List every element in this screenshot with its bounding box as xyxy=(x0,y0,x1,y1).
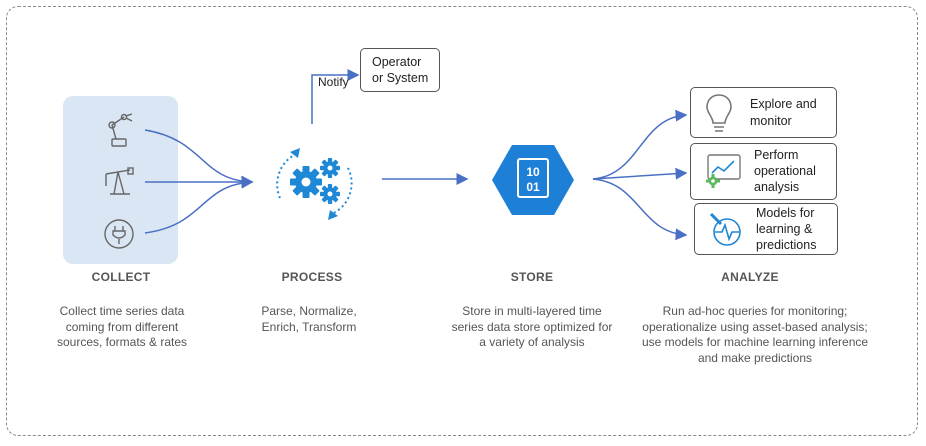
collect-title: COLLECT xyxy=(91,270,151,284)
explore-line-2: monitor xyxy=(750,114,792,128)
notify-arrow xyxy=(311,69,360,124)
analyze-arrow-middle xyxy=(592,167,688,180)
models-line-3: predictions xyxy=(756,238,817,252)
operator-system-box: Operator or System xyxy=(360,48,440,92)
oil-pump-icon xyxy=(105,167,134,195)
collect-arrow-bottom xyxy=(144,176,254,234)
dashboard-gear-icon xyxy=(706,154,741,188)
analyze-description: Run ad-hoc queries for monitoring; opera… xyxy=(641,304,869,365)
notify-label: Notify xyxy=(318,75,349,89)
diagram-frame xyxy=(6,6,918,436)
explore-monitor-box: Explore and monitor xyxy=(690,87,837,138)
models-line-2: learning & xyxy=(756,222,813,236)
collect-arrow-top xyxy=(144,129,254,188)
collect-description: Collect time series data coming from dif… xyxy=(56,304,188,349)
process-title: PROCESS xyxy=(281,270,343,284)
operator-line-2: or System xyxy=(372,71,429,85)
operator-line-1: Operator xyxy=(372,55,422,69)
models-predictions-box: Models for learning & predictions xyxy=(694,203,838,255)
store-title: STORE xyxy=(510,270,554,284)
ml-model-icon xyxy=(709,212,741,246)
operational-line-2: operational xyxy=(754,164,816,178)
robot-arm-icon xyxy=(108,113,133,147)
data-store-icon: 10 01 xyxy=(492,145,574,215)
operational-line-1: Perform xyxy=(754,148,799,162)
operational-analysis-box: Perform operational analysis xyxy=(690,143,837,200)
gears-icon xyxy=(276,148,353,220)
lightbulb-icon xyxy=(706,94,732,132)
analyze-arrow-bottom xyxy=(592,178,688,241)
models-line-1: Models for xyxy=(756,206,815,220)
explore-line-1: Explore and xyxy=(750,97,817,111)
store-icon-text-2: 01 xyxy=(526,180,540,194)
power-plug-icon xyxy=(104,219,134,249)
analyze-title: ANALYZE xyxy=(721,270,779,284)
analyze-arrow-top xyxy=(592,109,688,180)
process-description: Parse, Normalize, Enrich, Transform xyxy=(261,304,357,334)
operational-line-3: analysis xyxy=(754,180,800,194)
store-icon-text-1: 10 xyxy=(526,165,540,179)
store-description: Store in multi-layered time series data … xyxy=(451,304,613,349)
